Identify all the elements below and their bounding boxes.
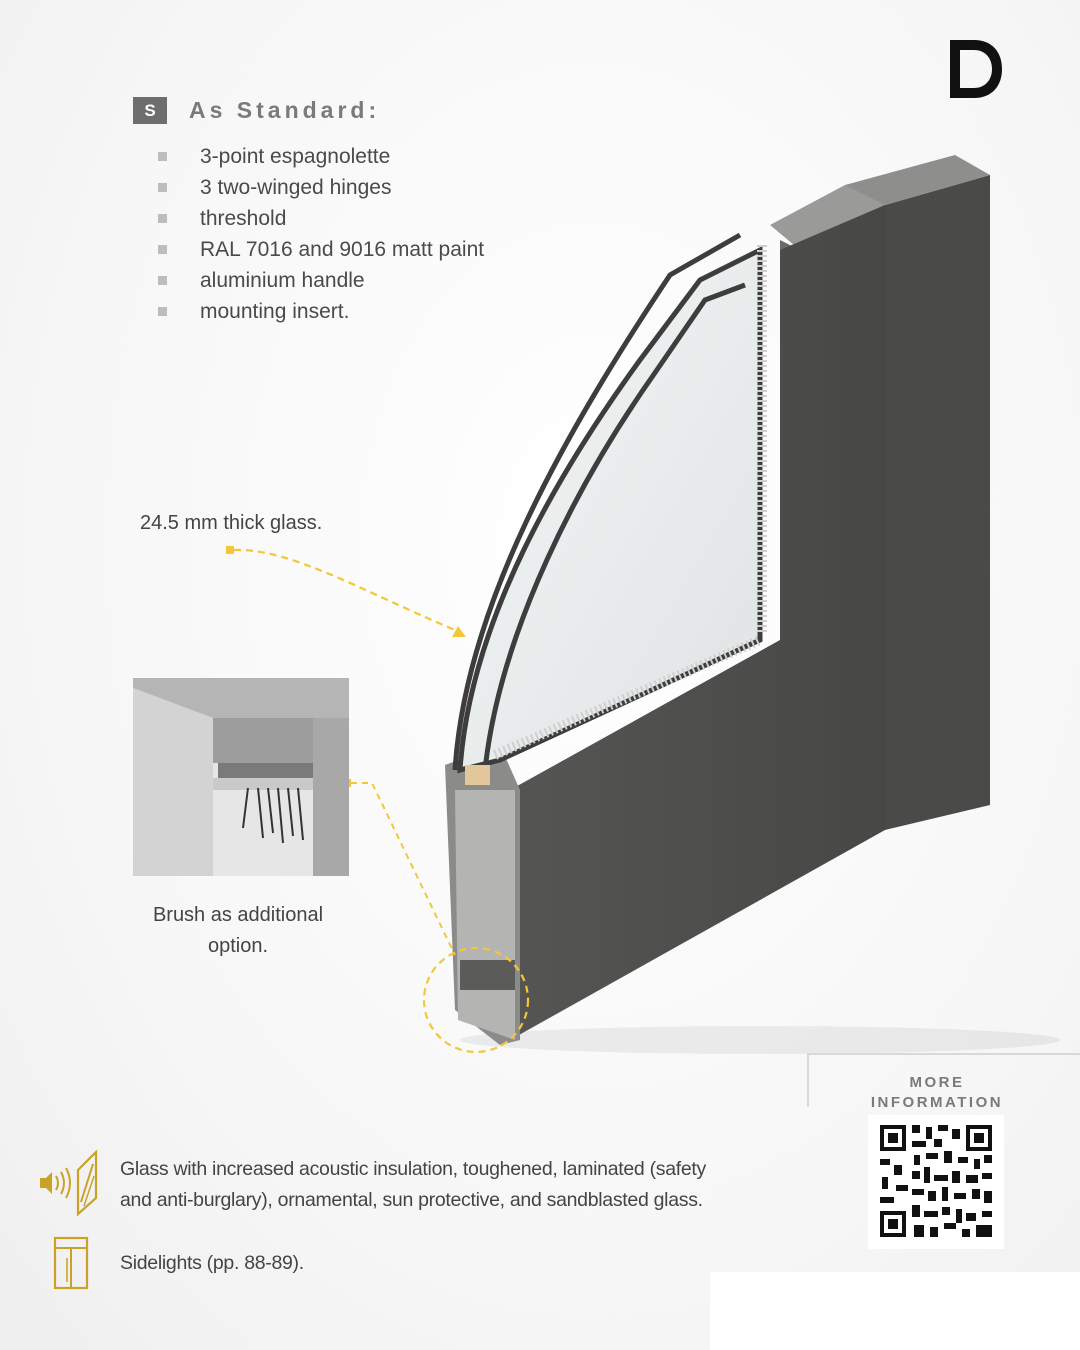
bullet-icon bbox=[158, 307, 167, 316]
standard-title: As Standard: bbox=[189, 97, 381, 123]
brush-detail-image bbox=[133, 678, 349, 876]
list-item-label: RAL 7016 and 9016 matt paint bbox=[200, 237, 485, 261]
list-item: 3-point espagnolette bbox=[158, 141, 484, 172]
bullet-icon bbox=[158, 152, 167, 161]
more-info-line: MORE bbox=[909, 1074, 965, 1091]
list-item: aluminium handle bbox=[158, 265, 484, 296]
feature-line: and anti-burglary), ornamental, sun prot… bbox=[120, 1189, 703, 1211]
sidelight-icon bbox=[53, 1236, 89, 1290]
list-item: mounting insert. bbox=[158, 296, 484, 327]
list-item-label: 3-point espagnolette bbox=[200, 144, 391, 168]
brush-callout-label: Brush as additional option. bbox=[130, 900, 346, 962]
more-info-label: MORE INFORMATION bbox=[858, 1073, 1016, 1113]
d-logo-icon bbox=[950, 40, 1002, 98]
more-info-frame bbox=[807, 1053, 1080, 1107]
brush-callout-line: option. bbox=[207, 935, 269, 957]
feature-sidelights-text: Sidelights (pp. 88-89). bbox=[120, 1252, 304, 1274]
list-item-label: aluminium handle bbox=[200, 268, 365, 292]
list-item: threshold bbox=[158, 203, 484, 234]
standard-list: 3-point espagnolette 3 two-winged hinges… bbox=[158, 141, 484, 327]
list-item-label: threshold bbox=[200, 206, 287, 230]
footer-blank bbox=[710, 1272, 1080, 1350]
list-item-label: mounting insert. bbox=[200, 299, 350, 323]
qr-code-icon[interactable] bbox=[868, 1115, 1004, 1249]
feature-glass-text: Glass with increased acoustic insulation… bbox=[120, 1154, 800, 1216]
bullet-icon bbox=[158, 245, 167, 254]
list-item: RAL 7016 and 9016 matt paint bbox=[158, 234, 484, 265]
acoustic-glass-icon bbox=[40, 1150, 98, 1216]
bullet-icon bbox=[158, 183, 167, 192]
bullet-icon bbox=[158, 276, 167, 285]
bullet-icon bbox=[158, 214, 167, 223]
glass-callout-label: 24.5 mm thick glass. bbox=[140, 512, 323, 534]
brush-callout-line: Brush as additional bbox=[152, 904, 324, 926]
more-info-line: INFORMATION bbox=[870, 1094, 1004, 1111]
standard-badge: S bbox=[133, 97, 167, 124]
list-item: 3 two-winged hinges bbox=[158, 172, 484, 203]
feature-line: Glass with increased acoustic insulation… bbox=[120, 1158, 707, 1180]
list-item-label: 3 two-winged hinges bbox=[200, 175, 392, 199]
